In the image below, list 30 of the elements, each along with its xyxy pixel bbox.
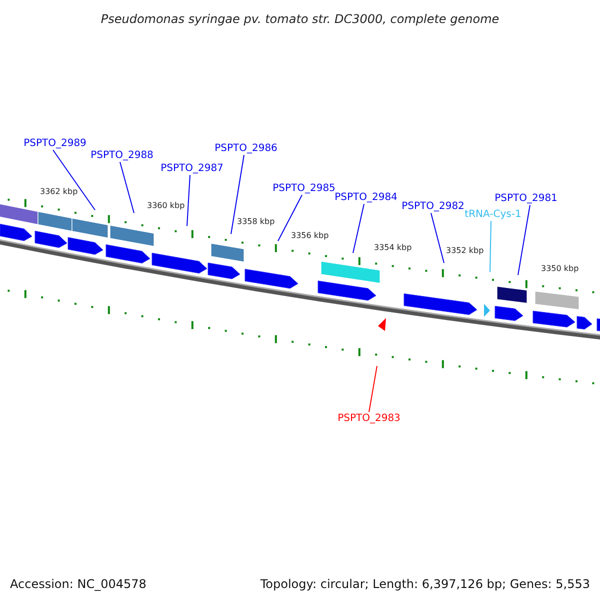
position-label: 3354 kbp: [374, 243, 412, 253]
title: Pseudomonas syringae pv. tomato str. DC3000, complete genome: [100, 11, 500, 28]
accession-label: Accession: NC_004578: [10, 576, 146, 593]
position-label: 3356 kbp: [291, 231, 329, 241]
leader-line: [52, 150, 96, 210]
leader-line: [490, 220, 492, 272]
gene-label: PSPTO_2989: [24, 137, 86, 150]
leader-line: [186, 174, 190, 226]
gene-label: PSPTO_2981: [494, 192, 558, 205]
gene-label: PSPTO_2987: [160, 162, 224, 175]
gene-label: PSPTO_2983: [338, 412, 400, 425]
leader-line: [430, 212, 444, 264]
position-label: 3352 kbp: [446, 246, 484, 256]
leader-line: [120, 162, 134, 214]
gene-label: PSPTO_2984: [334, 191, 398, 204]
gene-label: PSPTO_2986: [214, 142, 278, 155]
position-label: 3360 kbp: [147, 201, 185, 211]
leader-line: [518, 204, 530, 276]
leader-line: [368, 366, 378, 412]
leader-line: [230, 154, 244, 234]
gene-label: PSPTO_2988: [90, 149, 154, 162]
genome-info: Topology: circular; Length: 6,397,126 bp; Genes: 5,553: [260, 576, 590, 593]
gene-label: tRNA-Cys-1: [464, 208, 522, 221]
leader-line: [352, 204, 364, 254]
gene-label: PSPTO_2982: [402, 200, 464, 213]
position-label: 3362 kbp: [40, 187, 78, 197]
position-label: 3358 kbp: [237, 217, 275, 227]
gene-label: PSPTO_2985: [272, 182, 336, 195]
leader-line: [278, 194, 302, 242]
position-label: 3350 kbp: [541, 264, 579, 274]
